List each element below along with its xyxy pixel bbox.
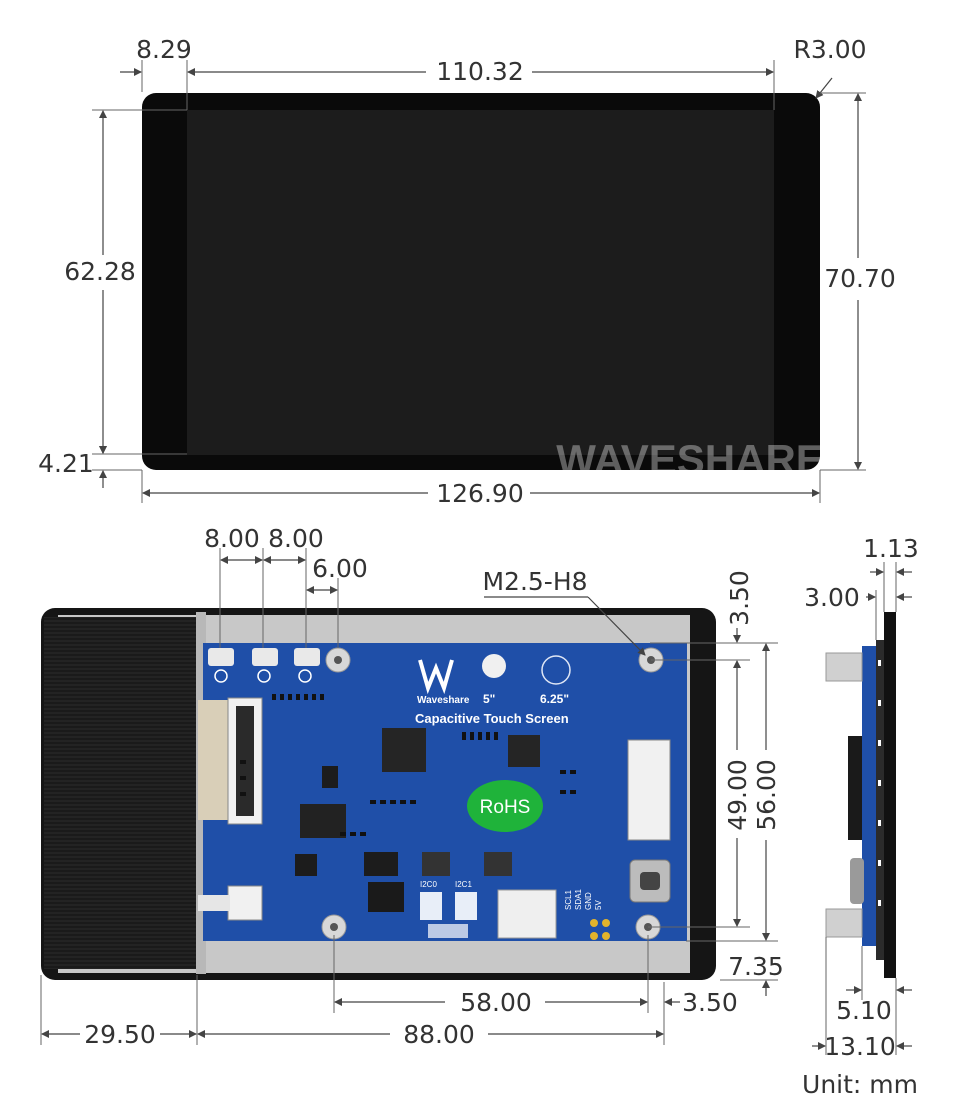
dim-corner-radius: R3.00 (793, 35, 866, 64)
dim-back-spacing-1: 8.00 (204, 524, 260, 553)
dim-front-left-bezel: 8.29 (136, 35, 192, 64)
dim-back-spacing-3: 6.00 (312, 554, 368, 583)
button-minus (294, 648, 320, 666)
dim-back-board-height: 56.00 (752, 759, 781, 831)
label-i2c0: I2C0 (420, 880, 437, 889)
side-standoff-bottom (825, 908, 863, 938)
dim-mount-hole: M2.5-H8 (482, 567, 587, 596)
dim-back-right-offset: 3.50 (682, 988, 738, 1017)
back-view: Waveshare 5" 6.25" Capacitive Touch Scre… (41, 608, 716, 980)
dim-front-active-width: 110.32 (436, 57, 523, 86)
side-standoff-top (825, 652, 863, 682)
header-connector (497, 889, 557, 939)
button-plus (252, 648, 278, 666)
waveshare-logo-icon (418, 659, 454, 695)
side-pcb (862, 646, 876, 946)
dim-back-bottom-offset: 7.35 (728, 952, 784, 981)
board-size-5: 5" (483, 692, 495, 706)
dim-back-top-offset: 3.50 (725, 570, 754, 626)
front-active-area (187, 110, 774, 455)
rohs-badge (467, 780, 543, 832)
dim-front-bottom-bezel: 4.21 (38, 449, 94, 478)
dim-side-thickness-2: 3.00 (804, 583, 860, 612)
side-usb-c (850, 858, 864, 904)
back-fabric-cable (44, 617, 199, 969)
dip-switch (368, 882, 404, 912)
touch-chip (508, 735, 540, 767)
dim-back-hole-horizontal: 58.00 (460, 988, 532, 1017)
pin-label-3: 5V (594, 900, 603, 910)
plus-icon (257, 669, 271, 683)
rohs-label: RoHS (480, 797, 531, 818)
dim-front-outer-width: 126.90 (436, 479, 523, 508)
dim-side-depth-1: 5.10 (836, 996, 892, 1025)
watermark: WAVESHARE (556, 436, 824, 483)
button-power (208, 648, 234, 666)
back-dimensions: 8.00 8.00 6.00 M2.5-H8 3.50 49.00 56.00 … (40, 524, 784, 1049)
dim-back-spacing-2: 8.00 (268, 524, 324, 553)
pcb-board (203, 643, 687, 941)
board-title: Capacitive Touch Screen (415, 711, 569, 726)
dim-back-hole-vertical: 49.00 (723, 759, 752, 831)
dim-side-thickness-1: 1.13 (863, 534, 919, 563)
front-view: WAVESHARE 8.29 110.32 R3.00 62.28 70.70 … (38, 35, 896, 508)
pin-label-2: GND (584, 892, 593, 910)
dim-back-left-offset: 29.50 (84, 1020, 156, 1049)
side-view: 1.13 3.00 5.10 13.10 Unit: mm (802, 534, 919, 1099)
dim-front-active-height: 62.28 (64, 257, 136, 286)
fpc-connector-right (627, 739, 671, 841)
pin-label-1: SDA1 (574, 889, 583, 910)
unit-label: Unit: mm (802, 1070, 918, 1099)
power-icon (214, 669, 228, 683)
dim-side-depth-2: 13.10 (824, 1032, 896, 1061)
dim-front-outer-height: 70.70 (824, 264, 896, 293)
main-chip (382, 728, 426, 772)
side-glass (884, 612, 896, 978)
label-i2c1: I2C1 (455, 880, 472, 889)
dim-back-board-width: 88.00 (403, 1020, 475, 1049)
pin-label-0: SCL1 (564, 889, 573, 910)
minus-icon (298, 669, 312, 683)
board-brand: Waveshare (417, 695, 470, 706)
cert-icon (482, 654, 506, 678)
board-size-625: 6.25" (540, 692, 569, 706)
